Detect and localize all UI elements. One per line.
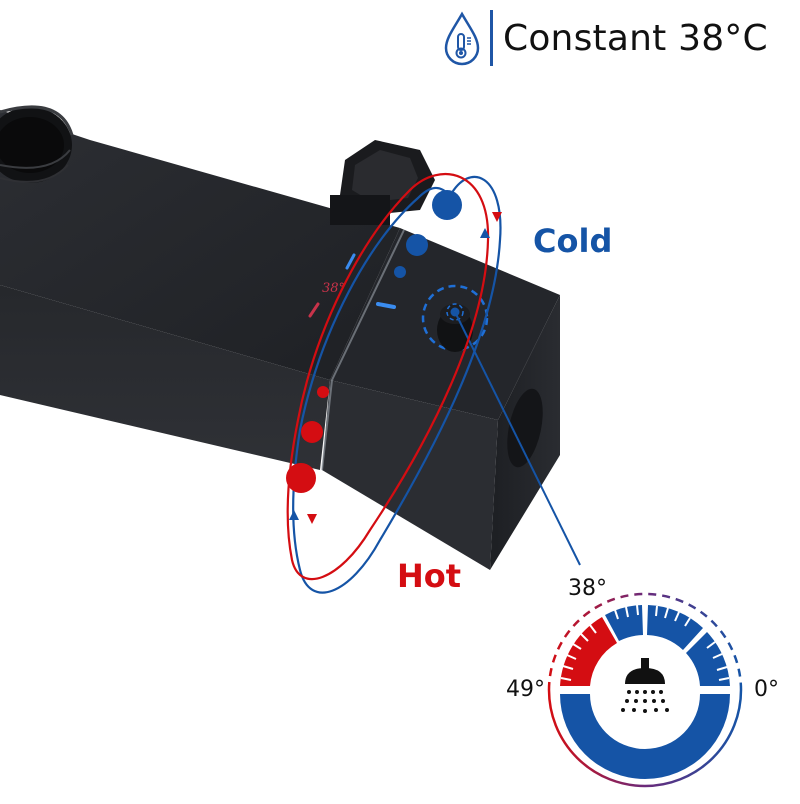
gauge-left-label: 49° xyxy=(506,677,545,702)
svg-text:38°: 38° xyxy=(322,281,345,296)
water-drop-thermometer-icon xyxy=(444,11,480,66)
header-divider xyxy=(490,10,493,66)
cold-label: Cold xyxy=(533,222,613,260)
rotation-arrows xyxy=(286,173,502,594)
threaded-outlet xyxy=(0,105,74,183)
hot-indicator-dots xyxy=(286,386,329,493)
shower-head-icon xyxy=(621,658,669,713)
dial-markings: 38° xyxy=(308,253,396,318)
gauge-right-label: 0° xyxy=(754,677,779,702)
temperature-gauge xyxy=(547,592,743,788)
gauge-top-label: 38° xyxy=(568,576,607,601)
header-title: Constant 38°C xyxy=(503,17,768,59)
cold-indicator-dots xyxy=(394,190,462,278)
safety-button xyxy=(421,284,581,566)
header: Constant 38°C xyxy=(442,8,768,68)
hex-nut xyxy=(330,140,435,225)
hot-label: Hot xyxy=(397,557,462,595)
mixer-body xyxy=(0,110,560,570)
